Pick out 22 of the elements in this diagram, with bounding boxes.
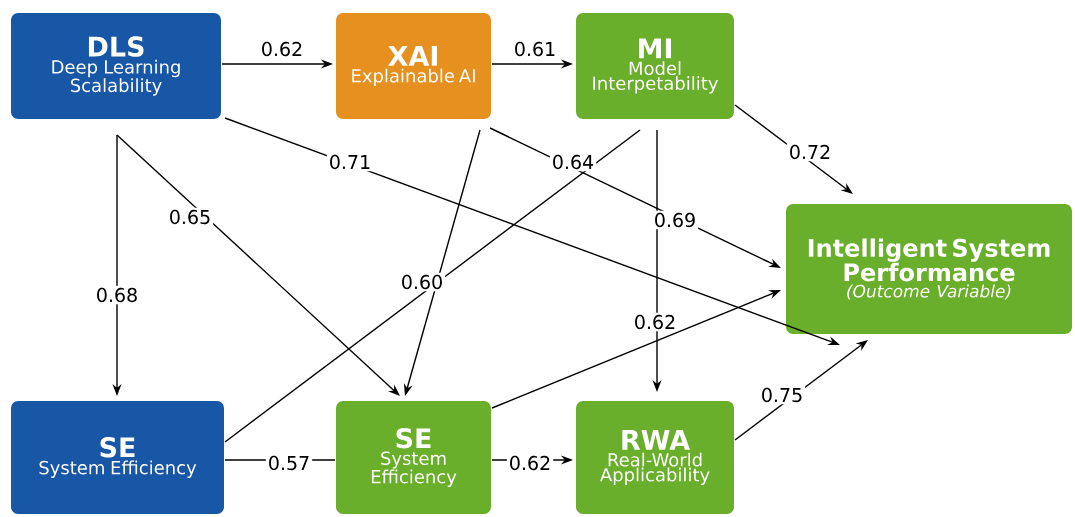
- edge-label: 0.68: [93, 285, 141, 305]
- edge-label: 0.60: [398, 272, 446, 292]
- construct-box: MI Model Interpetability: [574, 11, 736, 121]
- edge-label: 0.75: [758, 385, 806, 405]
- construct-box: SE System Efficiency: [9, 399, 226, 516]
- edge-label: 0.72: [786, 142, 834, 162]
- construct-box: XAI Explainable AI: [334, 11, 493, 121]
- edge-label: 0.71: [326, 152, 374, 172]
- edge-label: 0.69: [651, 210, 699, 230]
- construct-box: SE System Efficiency: [334, 399, 493, 516]
- arrow: [116, 134, 400, 396]
- edge-label: 0.61: [511, 39, 559, 59]
- outcome-box: Intelligent System Performance (Outcome Variable): [784, 202, 1074, 336]
- edge-label: 0.62: [506, 453, 554, 473]
- construct-box: DLS Deep Learning Scalability: [9, 11, 223, 121]
- edge-label: 0.62: [258, 39, 306, 59]
- edge-label: 0.62: [631, 312, 679, 332]
- edge-label: 0.65: [166, 207, 214, 227]
- edge-label: 0.57: [265, 453, 313, 473]
- edge-label: 0.64: [549, 152, 597, 172]
- construct-box: RWA Real-World Applicability: [574, 399, 736, 516]
- arrow: [734, 340, 868, 441]
